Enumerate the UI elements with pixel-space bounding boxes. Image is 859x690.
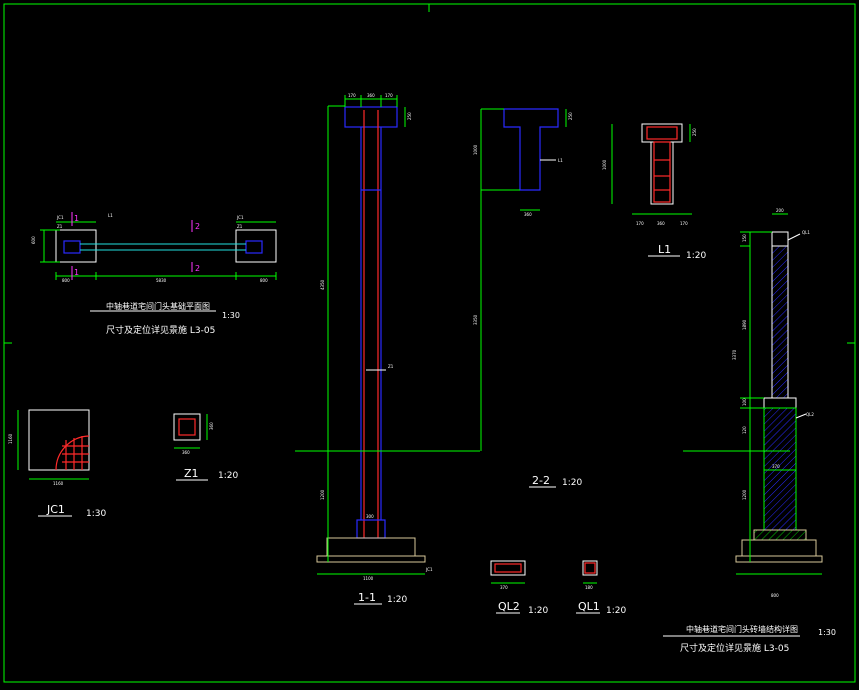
- plan-tag-z1-left: Z1: [57, 224, 63, 229]
- ql1-scale: 1:20: [606, 606, 626, 616]
- elev-dim-150: 150: [742, 234, 747, 242]
- s11-dim-4350: 4350: [320, 279, 325, 290]
- z1-dim-360-v: 360: [209, 422, 214, 430]
- elev-dim-200: 200: [776, 208, 784, 213]
- section-1-1-scale: 1:20: [387, 595, 407, 605]
- z1-dim-360-h: 360: [182, 450, 190, 455]
- l1-label: L1: [658, 243, 671, 256]
- s11-dim-250: 250: [407, 112, 412, 120]
- jc1-detail: 1160 1160 JC1 1:30: [8, 409, 106, 519]
- z1-label: Z1: [184, 467, 199, 480]
- s11-dim-170-left: 170: [348, 93, 356, 98]
- l1-dim-360: 360: [657, 221, 665, 226]
- elev-title: 中轴巷道宅间门头砖墙结构详图: [686, 624, 798, 634]
- elev-scale: 1:30: [818, 628, 836, 637]
- elev-dim-100: 100: [742, 398, 747, 406]
- section-mark-1-bottom: 1: [74, 268, 79, 277]
- plan-note: 尺寸及定位详见景施 L3-05: [106, 324, 215, 336]
- plan-dim-5830: 5830: [156, 278, 167, 283]
- section-1-1-label: 1-1: [358, 591, 376, 604]
- l1-dim-170-left: 170: [636, 221, 644, 226]
- elev-note: 尺寸及定位详见景施 L3-05: [680, 642, 789, 654]
- l1-dim-250: 250: [692, 128, 697, 136]
- jc1-dim-1160-h: 1160: [53, 481, 64, 486]
- plan-dim-600: 600: [31, 236, 36, 244]
- s11-tag-z1: Z1: [388, 364, 394, 369]
- plan-tag-z1-right: Z1: [237, 224, 243, 229]
- elev-tag-ql2: QL2: [806, 412, 814, 417]
- s22-dim-250: 250: [568, 112, 573, 120]
- s22-dim-1000: 1000: [473, 144, 478, 155]
- z1-detail: 360 360 Z1 1:20: [173, 413, 238, 481]
- s11-dim-1100: 1100: [363, 576, 374, 581]
- plan-dim-800-left: 800: [62, 278, 70, 283]
- section-2-2-label: 2-2: [532, 474, 550, 487]
- s22-dim-3350: 3350: [473, 314, 478, 325]
- plan-dim-800-right: 800: [260, 278, 268, 283]
- ql1-dim-180: 180: [585, 585, 593, 590]
- s22-dim-360: 360: [524, 212, 532, 217]
- ql2-detail: 370 QL2 1:20: [490, 560, 548, 616]
- s11-dim-300: 300: [366, 514, 374, 519]
- elev-tag-ql1: QL1: [802, 230, 810, 235]
- jc1-scale: 1:30: [86, 509, 106, 519]
- section-1-1: 170 360 170 250 4350 1200 1100 300 Z1 JC…: [295, 93, 470, 605]
- elev-dim-1890: 1890: [742, 319, 747, 330]
- ql2-label: QL2: [498, 600, 520, 613]
- s11-dim-1200: 1200: [320, 489, 325, 500]
- l1-dim-170-right: 170: [680, 221, 688, 226]
- elev-dim-370: 370: [772, 464, 780, 469]
- plan-tag-jc1-left: JC1: [56, 215, 64, 220]
- jc1-label: JC1: [46, 503, 65, 516]
- section-2-2: L1 360 250 1000 3350 2-2 1:20: [440, 108, 582, 488]
- section-mark-2-top: 2: [195, 222, 200, 231]
- jc1-dim-1160-v: 1160: [8, 433, 13, 444]
- s11-dim-170-right: 170: [385, 93, 393, 98]
- elev-dim-1200: 1200: [742, 489, 747, 500]
- elev-dim-3370: 3370: [732, 349, 737, 360]
- elev-dim-800: 800: [771, 593, 779, 598]
- ql1-detail: 180 QL1 1:20: [576, 560, 626, 616]
- section-mark-2-bottom: 2: [195, 264, 200, 273]
- elev-dim-120: 120: [742, 426, 747, 434]
- section-mark-1-top: 1: [74, 214, 79, 223]
- s11-dim-360: 360: [367, 93, 375, 98]
- l1-detail: 1000 170 360 170 250 L1 1:20: [602, 123, 706, 261]
- wall-elevation: 200 370 QL1 QL2 150 1890 3370 100 120 12…: [663, 208, 836, 654]
- plan-tag-jc1-right: JC1: [236, 215, 244, 220]
- ql1-label: QL1: [578, 600, 600, 613]
- ql2-dim-370: 370: [500, 585, 508, 590]
- l1-dim-1000: 1000: [602, 159, 607, 170]
- foundation-plan: 1 1 2 2 JC1 JC1 Z1 Z1 L1 5830 800 800 60…: [31, 212, 277, 336]
- section-2-2-scale: 1:20: [562, 478, 582, 488]
- l1-scale: 1:20: [686, 251, 706, 261]
- s22-tag-l1: L1: [558, 158, 563, 163]
- plan-tag-l1: L1: [108, 213, 113, 218]
- plan-scale: 1:30: [222, 311, 240, 320]
- z1-scale: 1:20: [218, 471, 238, 481]
- ql2-scale: 1:20: [528, 606, 548, 616]
- plan-title: 中轴巷道宅间门头基础平面图: [106, 301, 210, 311]
- s11-tag-jc1: JC1: [425, 567, 433, 572]
